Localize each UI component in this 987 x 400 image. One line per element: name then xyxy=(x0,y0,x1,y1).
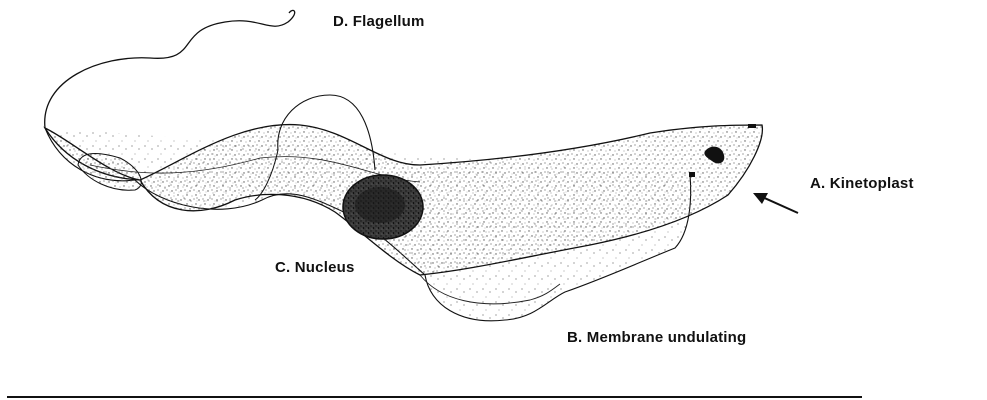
label-kinetoplast: A. Kinetoplast xyxy=(810,175,914,192)
kinetoplast-arrow-line xyxy=(760,196,798,213)
label-undulating-membrane: B. Membrane undulating xyxy=(567,329,746,346)
flagellum-line xyxy=(45,10,295,128)
kinetoplast-small xyxy=(689,172,695,177)
label-flagellum: D. Flagellum xyxy=(333,13,425,30)
anterior-tip-mark xyxy=(748,124,756,128)
label-nucleus: C. Nucleus xyxy=(275,259,355,276)
nucleus-inner xyxy=(355,187,405,223)
